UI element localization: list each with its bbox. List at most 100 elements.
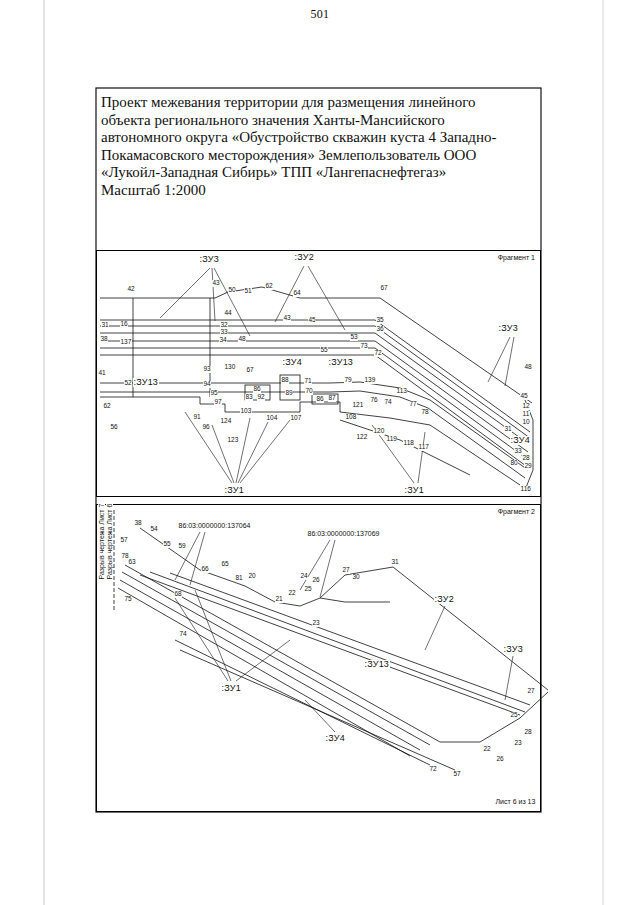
- point-label: 117: [418, 444, 429, 451]
- point-label: 108: [345, 414, 357, 421]
- point-label: 34: [219, 337, 227, 344]
- point-label: 45: [308, 317, 316, 324]
- point-label: 27: [527, 688, 535, 695]
- parcel-label: :ЗУ13: [328, 358, 354, 367]
- parcel-label: :ЗУ3: [498, 324, 518, 333]
- point-label: 118: [403, 440, 414, 447]
- parcel-label: 501: [310, 8, 330, 20]
- point-label: 45: [520, 393, 528, 400]
- point-label: 86: [316, 396, 324, 403]
- point-label: 32: [220, 322, 228, 329]
- point-label: 72: [429, 766, 437, 773]
- fragment-1-leaders: [160, 266, 514, 483]
- point-label: 77: [409, 401, 417, 408]
- point-label: 89: [285, 390, 293, 397]
- point-label: 71: [304, 378, 312, 385]
- point-label: 31: [391, 559, 399, 566]
- point-label: 67: [380, 285, 388, 292]
- break-note: Разрыв чертежа Лист 6: [106, 503, 113, 580]
- parcel-label: :ЗУ4: [325, 734, 345, 743]
- parcel-label: :ЗУ3: [503, 645, 523, 654]
- point-label: 30: [352, 574, 360, 581]
- point-label: 23: [312, 620, 320, 627]
- point-label: 41: [98, 370, 106, 377]
- scan-edge: [44, 0, 45, 905]
- parcel-label: :ЗУ1: [221, 684, 241, 693]
- parcel-label: :ЗУ2: [434, 595, 454, 604]
- point-label: 86: [253, 386, 261, 393]
- point-label: 25: [304, 586, 312, 593]
- point-label: 86:03:0000000:137069: [307, 530, 380, 537]
- point-label: 68: [174, 591, 182, 598]
- point-label: 113: [396, 388, 407, 395]
- point-label: 53: [350, 334, 358, 341]
- point-label: 62: [265, 283, 273, 290]
- point-label: 65: [221, 561, 229, 568]
- parcel-label: :ЗУ13: [133, 378, 159, 387]
- point-label: 107: [290, 415, 302, 422]
- point-label: 76: [370, 397, 378, 404]
- point-label: 70: [305, 388, 313, 395]
- point-label: 44: [224, 310, 232, 317]
- point-label: 95: [210, 390, 218, 397]
- fragment-heading: Фрагмент 2: [498, 508, 535, 515]
- point-label: 54: [150, 526, 158, 533]
- point-label: 31: [101, 322, 109, 329]
- title-text: Проект межевания территории для размещен…: [101, 94, 521, 182]
- fragment-frame: Фрагмент 2: [96, 504, 541, 812]
- point-label: 50: [228, 287, 236, 294]
- parcel-label: :ЗУ4: [510, 436, 530, 445]
- point-label: 24: [300, 573, 308, 580]
- point-label: 29: [524, 463, 532, 470]
- parcel-label: :ЗУ3: [199, 255, 219, 264]
- point-label: 16: [120, 321, 128, 328]
- parcel-label: :ЗУ4: [282, 358, 302, 367]
- point-label: 94: [203, 381, 211, 388]
- point-label: 88: [281, 377, 289, 384]
- point-label: 26: [496, 756, 504, 763]
- point-label: 11: [522, 411, 530, 418]
- point-label: 97: [214, 399, 222, 406]
- point-label: 28: [522, 455, 530, 462]
- point-label: 59: [178, 543, 186, 550]
- point-label: 74: [384, 399, 392, 406]
- point-label: 38: [134, 520, 142, 527]
- point-label: 116: [520, 486, 531, 493]
- scale-label: Масштаб 1:2000: [101, 182, 206, 200]
- point-label: 55: [320, 347, 328, 354]
- point-label: 83: [245, 394, 253, 401]
- point-label: 22: [483, 746, 491, 753]
- point-label: 38: [100, 336, 108, 343]
- point-label: 96: [202, 424, 210, 431]
- point-label: 72: [374, 350, 382, 357]
- point-label: 28: [524, 729, 532, 736]
- point-label: 43: [283, 315, 291, 322]
- point-label: 27: [342, 567, 350, 574]
- point-label: 12: [522, 403, 530, 410]
- parcel-label: :ЗУ13: [364, 660, 390, 669]
- point-label: 42: [127, 286, 135, 293]
- point-label: 130: [224, 364, 236, 371]
- point-label: 67: [246, 367, 254, 374]
- parcel-label: :ЗУ1: [404, 486, 424, 495]
- point-label: 121: [352, 402, 364, 409]
- point-label: 26: [312, 577, 320, 584]
- point-label: 20: [248, 573, 256, 580]
- point-label: 57: [120, 537, 128, 544]
- point-label: 35: [376, 317, 384, 324]
- point-label: 73: [360, 343, 368, 350]
- point-label: 22: [288, 590, 296, 597]
- point-label: 48: [524, 364, 532, 371]
- point-label: 43: [212, 280, 220, 287]
- point-label: 57: [453, 771, 461, 778]
- point-label: 91: [193, 414, 201, 421]
- point-label: 92: [257, 394, 265, 401]
- point-label: 139: [364, 377, 376, 384]
- point-label: 48: [238, 336, 246, 343]
- fragment-1-lines: [100, 287, 533, 490]
- point-label: 87: [328, 395, 336, 402]
- break-note: Разрыв чертежа Лист 7: [98, 503, 105, 580]
- parcel-label: :ЗУ1: [224, 486, 244, 495]
- point-label: 103: [240, 408, 252, 415]
- point-label: 31: [504, 426, 512, 433]
